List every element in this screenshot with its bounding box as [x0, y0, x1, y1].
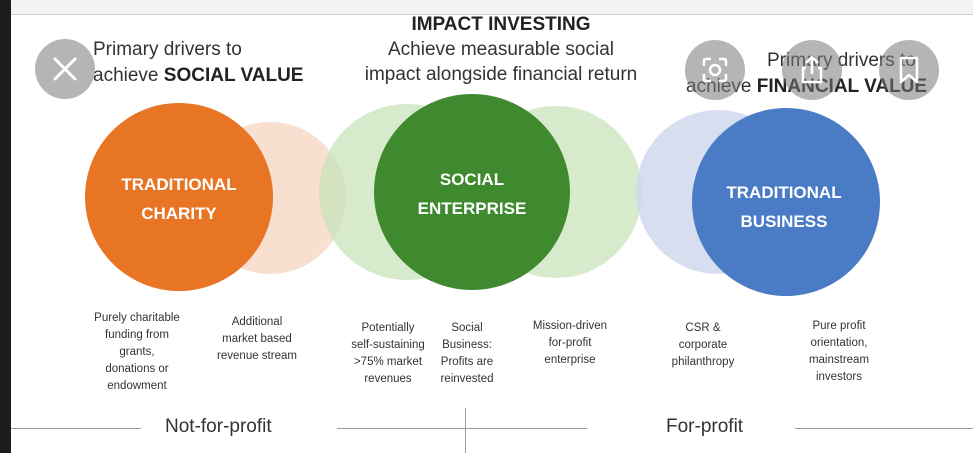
footer-for-profit: For-profit	[666, 416, 744, 437]
header-left-line2: achieve SOCIAL VALUE	[93, 63, 353, 89]
share-icon	[801, 55, 823, 84]
enterprise-circle	[374, 94, 570, 290]
lens-icon	[702, 57, 728, 83]
business-label-1: TRADITIONAL	[726, 183, 841, 202]
lens-button[interactable]	[685, 40, 745, 100]
close-icon	[53, 57, 77, 81]
business-circle	[692, 108, 880, 296]
header-impact-investing: IMPACT INVESTING Achieve measurable soci…	[331, 12, 671, 87]
header-social-value: Primary drivers to achieve SOCIAL VALUE	[93, 37, 353, 89]
header-left-bold: SOCIAL VALUE	[163, 65, 304, 86]
rule-center	[337, 428, 587, 429]
charity-label-1: TRADITIONAL	[121, 175, 236, 194]
charity-label-2: CHARITY	[141, 204, 217, 223]
header-left-prefix: achieve	[93, 65, 164, 86]
top-strip	[11, 0, 973, 15]
share-button[interactable]	[782, 40, 842, 100]
rule-left-outer	[11, 428, 141, 429]
enterprise-label-1: SOCIAL	[440, 170, 504, 189]
header-left-line1: Primary drivers to	[93, 39, 242, 60]
rule-right-outer	[795, 428, 973, 429]
business-label-2: BUSINESS	[741, 212, 828, 231]
header-center-line2: impact alongside financial return	[364, 64, 638, 85]
close-button[interactable]	[35, 39, 95, 99]
header-center-title: IMPACT INVESTING	[411, 14, 591, 35]
charity-circle	[85, 103, 273, 291]
header-center-line1: Achieve measurable social	[387, 39, 614, 60]
footer-not-for-profit: Not-for-profit	[165, 416, 272, 437]
bookmark-icon	[899, 56, 919, 84]
divider-vertical	[465, 408, 466, 453]
bookmark-button[interactable]	[879, 40, 939, 100]
circles-diagram: TRADITIONAL CHARITY SOCIAL ENTERPRISE TR…	[85, 94, 880, 296]
enterprise-label-2: ENTERPRISE	[418, 199, 527, 218]
